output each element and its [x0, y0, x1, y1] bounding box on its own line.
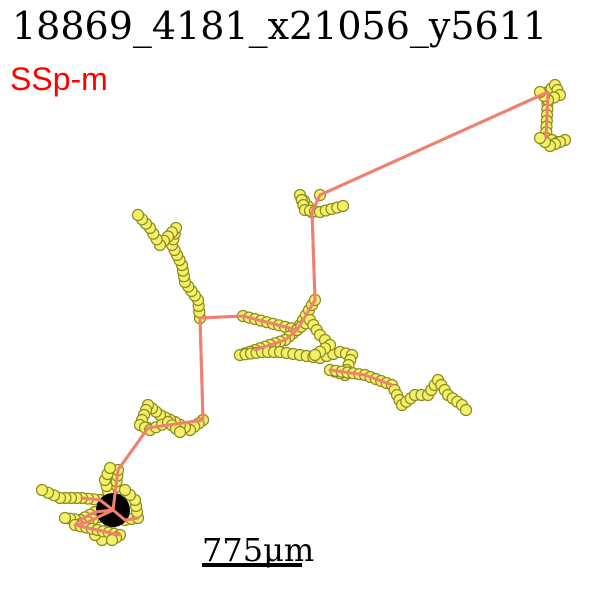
neurite-segment-overlay — [80, 496, 115, 512]
neurite-segment-overlay — [111, 90, 550, 512]
neurite-segment-overlay — [328, 368, 394, 387]
neurite-node — [35, 483, 49, 497]
neurite-segment-overlay — [111, 508, 140, 522]
neurite-node — [58, 511, 72, 525]
neurite-segment-overlay — [73, 508, 122, 537]
neurite-node — [131, 208, 145, 222]
neurite-segment-overlay — [253, 328, 299, 352]
neurite-node — [103, 461, 117, 475]
neurite-node — [533, 131, 547, 145]
neurite-segment — [111, 90, 550, 512]
scale-bar-label: 775μm — [202, 531, 315, 569]
neurite-node — [336, 199, 350, 213]
scale-bar — [202, 563, 302, 567]
brain-region-label: SSp-m — [10, 61, 108, 97]
neurite-node — [173, 425, 187, 439]
neurite-node — [308, 348, 322, 362]
neurite-segment-overlay — [78, 508, 115, 522]
neuron-id-title: 18869_4181_x21056_y5611 — [12, 4, 548, 48]
neurite-node — [105, 533, 119, 547]
neurite-node — [118, 483, 132, 497]
neurite-node — [459, 403, 473, 417]
